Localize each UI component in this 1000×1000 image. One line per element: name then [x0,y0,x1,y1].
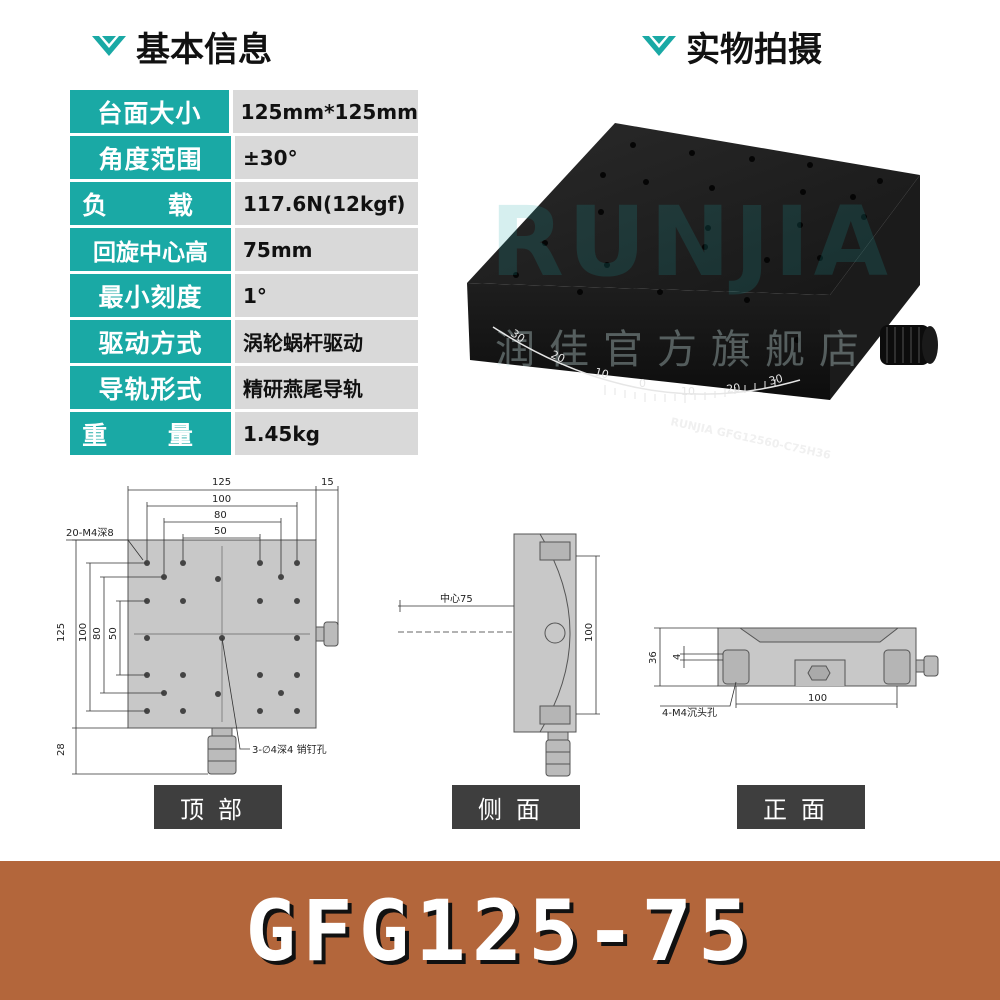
dim-80-top: 80 [214,510,227,521]
spec-label: 导轨形式 [70,366,231,409]
spec-value: 125mm*125mm [232,90,418,133]
scale-label: 10 [681,385,695,398]
top-view-label: 顶部 [154,785,282,829]
scale-label: 10 [593,365,610,381]
scale-label: 30 [767,372,784,388]
basic-info-heading-text: 基本信息 [136,29,272,70]
center-height-label: 中心75 [440,592,473,605]
pin-note: 3-∅4深4 销钉孔 [252,743,327,756]
scale-label: 20 [549,348,567,366]
dim-80-left: 80 [92,627,103,640]
top-view-drawing: 125 15 100 80 50 20-M4深8 3-∅4深4 销钉孔 125 … [56,477,339,775]
stage-side-face [830,175,920,400]
scale-label: 20 [726,381,742,396]
dim-100-left: 100 [78,623,89,642]
spec-row: 驱动方式涡轮蜗杆驱动 [70,320,418,363]
spec-row: 导轨形式精研燕尾导轨 [70,366,418,409]
dim-28-left: 28 [56,743,67,756]
spec-value: 1.45kg [235,412,418,455]
technical-drawings: 125 15 100 80 50 20-M4深8 3-∅4深4 销钉孔 125 … [56,477,939,777]
dim-125-top: 125 [212,477,231,488]
side-view-label: 侧面 [452,785,580,829]
dim-50-left: 50 [108,627,119,640]
spec-value: 117.6N(12kgf) [235,182,418,225]
front-view-label: 正面 [737,785,865,829]
spec-value: 精研燕尾导轨 [235,366,418,409]
chevron-mark-icon [92,36,126,56]
dim-36-front: 36 [648,651,659,664]
dim-4-front: 4 [672,654,683,660]
dim-125-left: 125 [56,623,67,642]
stage-front-face [467,283,830,400]
model-banner: GFG125-75 [0,861,1000,1000]
model-number: GFG125-75 [245,881,755,980]
spec-value: ±30° [235,136,418,179]
holes-note: 20-M4深8 [66,527,114,539]
mounting-holes [513,142,883,343]
spec-label: 驱动方式 [70,320,231,363]
engraving-text: RUNJIA GFG12560-C75H36 [669,415,832,462]
dim-50-top: 50 [214,526,227,537]
basic-info-heading: 基本信息 [90,20,272,72]
scale-label: 0 [639,377,646,390]
spec-label: 台面大小 [70,90,229,133]
spec-row: 角度范围±30° [70,136,418,179]
spec-label: 角度范围 [70,136,231,179]
spec-label: 负 载 [70,182,231,225]
counterbore-note: 4-M4沉头孔 [662,706,717,719]
front-view-drawing: 36 4 4-M4沉头孔 100 [648,627,939,719]
watermark-brand: RUNJIA [490,186,892,298]
angle-scale-arc [492,326,801,395]
side-view-drawing: 中心75 100 [398,533,600,777]
adjustment-knob-icon[interactable] [880,325,938,365]
dim-100-side: 100 [584,623,595,642]
photo-heading-text: 实物拍摄 [686,29,822,70]
chevron-mark-icon [642,36,676,56]
spec-label: 回旋中心高 [70,228,231,271]
photo-heading: 实物拍摄 [640,20,822,72]
dim-15-top: 15 [321,477,334,488]
watermark-shop: 润佳官方旗舰店 [495,327,873,373]
dim-100-front: 100 [808,693,827,704]
spec-value: 1° [235,274,418,317]
spec-label: 最小刻度 [70,274,231,317]
angle-scale-ticks [604,379,776,403]
dim-100-top: 100 [212,494,231,505]
stage-top-face [467,123,920,295]
spec-value: 涡轮蜗杆驱动 [235,320,418,363]
spec-value: 75mm [235,228,418,271]
spec-label: 重 量 [70,412,231,455]
product-photo: RUNJIA 润佳官方旗舰店 30 20 10 0 10 20 30 RUNJI… [467,123,938,462]
